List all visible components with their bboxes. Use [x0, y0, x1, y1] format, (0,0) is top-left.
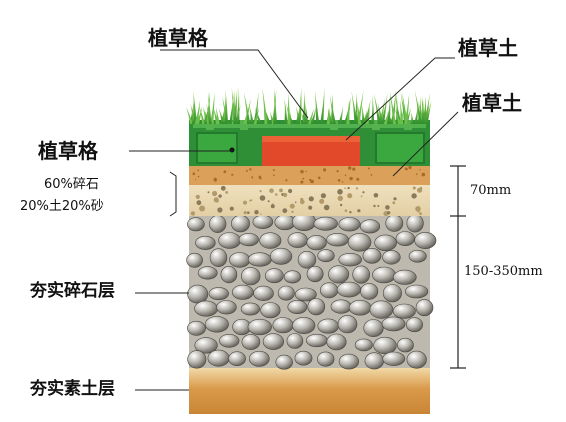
soil-band: [189, 165, 430, 185]
label-compacted-soil: 夯实素土层: [30, 379, 115, 399]
dimension-bars: [450, 165, 466, 369]
label-compacted-gravel: 夯实碎石层: [30, 281, 115, 301]
grass-grid-cell-left: [196, 132, 238, 164]
label-mix-line1: 60%碎石: [44, 177, 99, 192]
compacted-soil-layer: [189, 368, 430, 414]
dimension-gravel-layer: 150-350mm: [464, 264, 543, 279]
grass-grid-notches: [206, 120, 412, 130]
label-planting-soil-1: 植草土: [458, 36, 518, 60]
label-planting-soil-2: 植草土: [462, 91, 522, 115]
planting-soil-shade: [262, 136, 360, 142]
mix-layer-particles: [190, 185, 423, 217]
gravel-stones: [186, 212, 437, 370]
label-mix-line2: 20%土20%砂: [20, 199, 104, 214]
label-grass-grid-top: 植草格: [148, 26, 208, 50]
label-grass-grid-left: 植草格: [38, 139, 98, 163]
leader-lines: [129, 49, 459, 391]
grass-grid-cell-right: [375, 132, 425, 164]
grass-blades: [186, 87, 432, 124]
dimension-top-layer: 70mm: [470, 183, 512, 198]
grass-grid-highlight: [193, 124, 426, 128]
soil-band-particles: [192, 165, 426, 184]
grid-dot: [229, 147, 235, 153]
